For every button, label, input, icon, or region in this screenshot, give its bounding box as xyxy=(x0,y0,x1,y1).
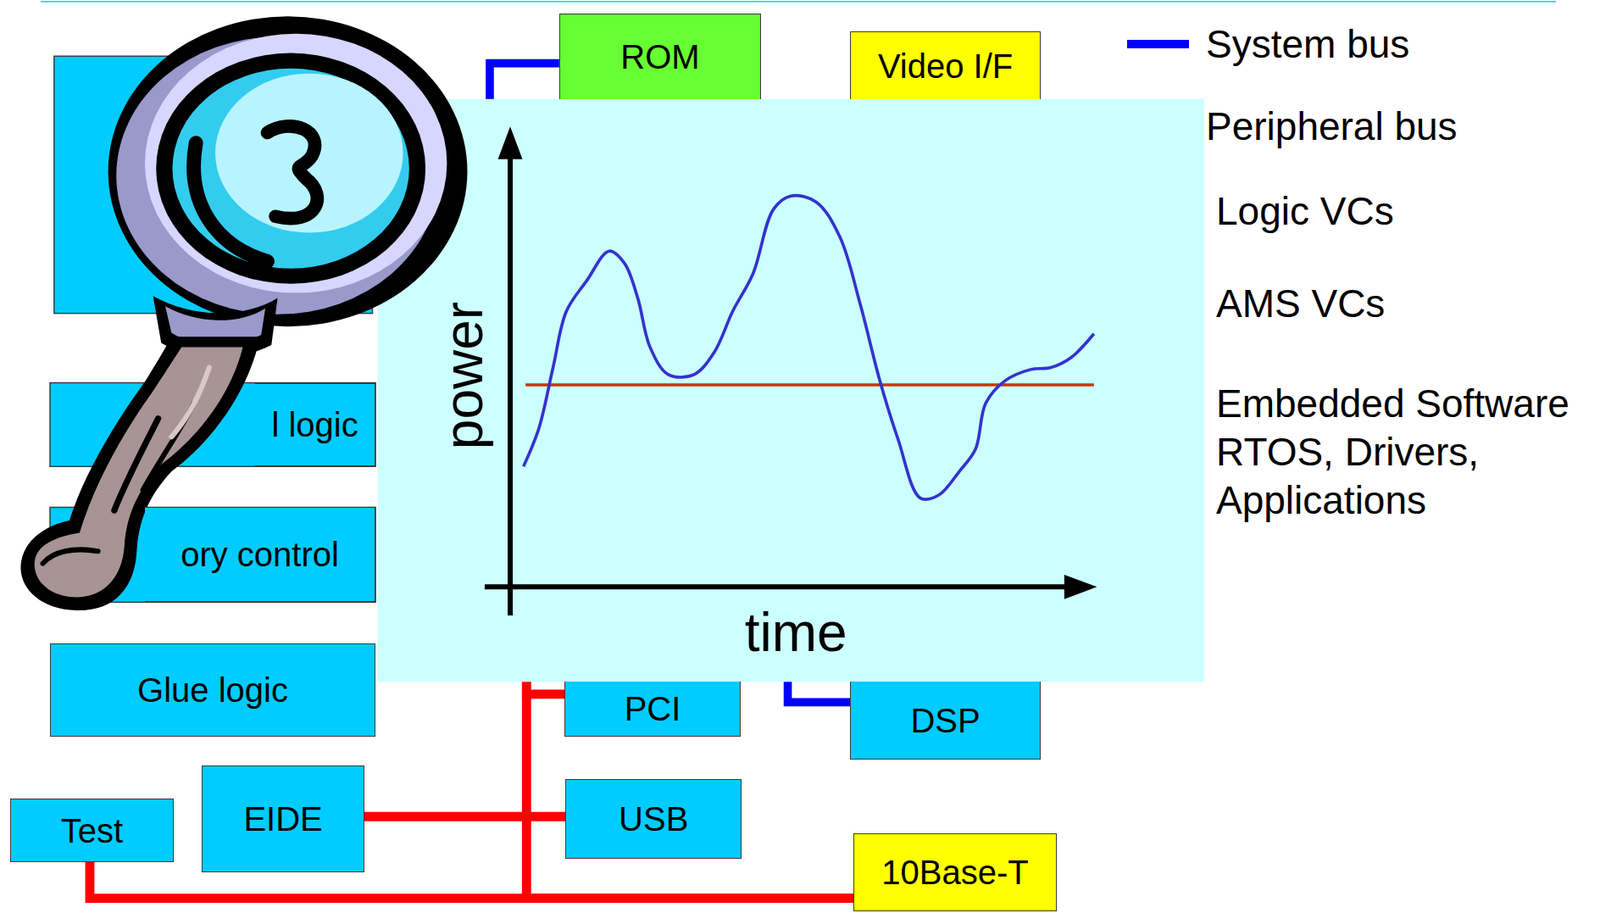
box-label: PCI xyxy=(624,688,682,728)
component-box: Glue logic xyxy=(50,643,376,738)
average-line xyxy=(525,383,1095,387)
legend-line-sample xyxy=(1127,39,1189,49)
legend-text: Peripheral bus xyxy=(1205,102,1458,151)
component-box: Test xyxy=(10,798,174,863)
box-label: Video I/F xyxy=(877,46,1013,86)
top-rule xyxy=(40,0,1556,3)
legend-text: Embedded Software RTOS, Drivers, Applica… xyxy=(1216,379,1591,525)
x-axis xyxy=(484,583,1070,589)
component-box: 10Base-T xyxy=(853,833,1058,912)
axis-arrowhead xyxy=(498,126,523,160)
component-box: DSP xyxy=(850,681,1041,760)
box-label: 10Base-T xyxy=(881,852,1028,892)
y-axis xyxy=(507,153,513,616)
box-label: USB xyxy=(618,799,689,839)
box-label: DSP xyxy=(910,700,980,740)
component-box: USB xyxy=(565,778,742,859)
component-box: ROM xyxy=(559,13,762,100)
box-label: Glue logic xyxy=(137,670,289,710)
component-box: EIDE xyxy=(201,765,364,873)
axis-arrowhead xyxy=(1064,574,1098,600)
peripheral-bus-wire xyxy=(364,811,566,822)
legend-text: Logic VCs xyxy=(1216,187,1395,236)
power-curve xyxy=(523,195,1095,500)
component-box: l logic xyxy=(255,383,376,467)
magnifier-icon xyxy=(20,16,467,611)
box-label: l logic xyxy=(271,405,358,445)
box-label: Test xyxy=(61,811,123,850)
chart-panel xyxy=(377,99,1205,683)
legend-text: System bus xyxy=(1205,20,1410,69)
box-label: EIDE xyxy=(243,799,323,839)
legend-text: AMS VCs xyxy=(1216,279,1385,328)
box-label: ROM xyxy=(620,37,700,77)
box-label: ory control xyxy=(180,534,339,574)
component-box: Video I/F xyxy=(850,31,1041,99)
axis-title: time xyxy=(744,601,848,665)
component-box: ory control xyxy=(144,506,376,602)
axis-title: power xyxy=(433,301,496,450)
component-box: PCI xyxy=(564,681,741,737)
